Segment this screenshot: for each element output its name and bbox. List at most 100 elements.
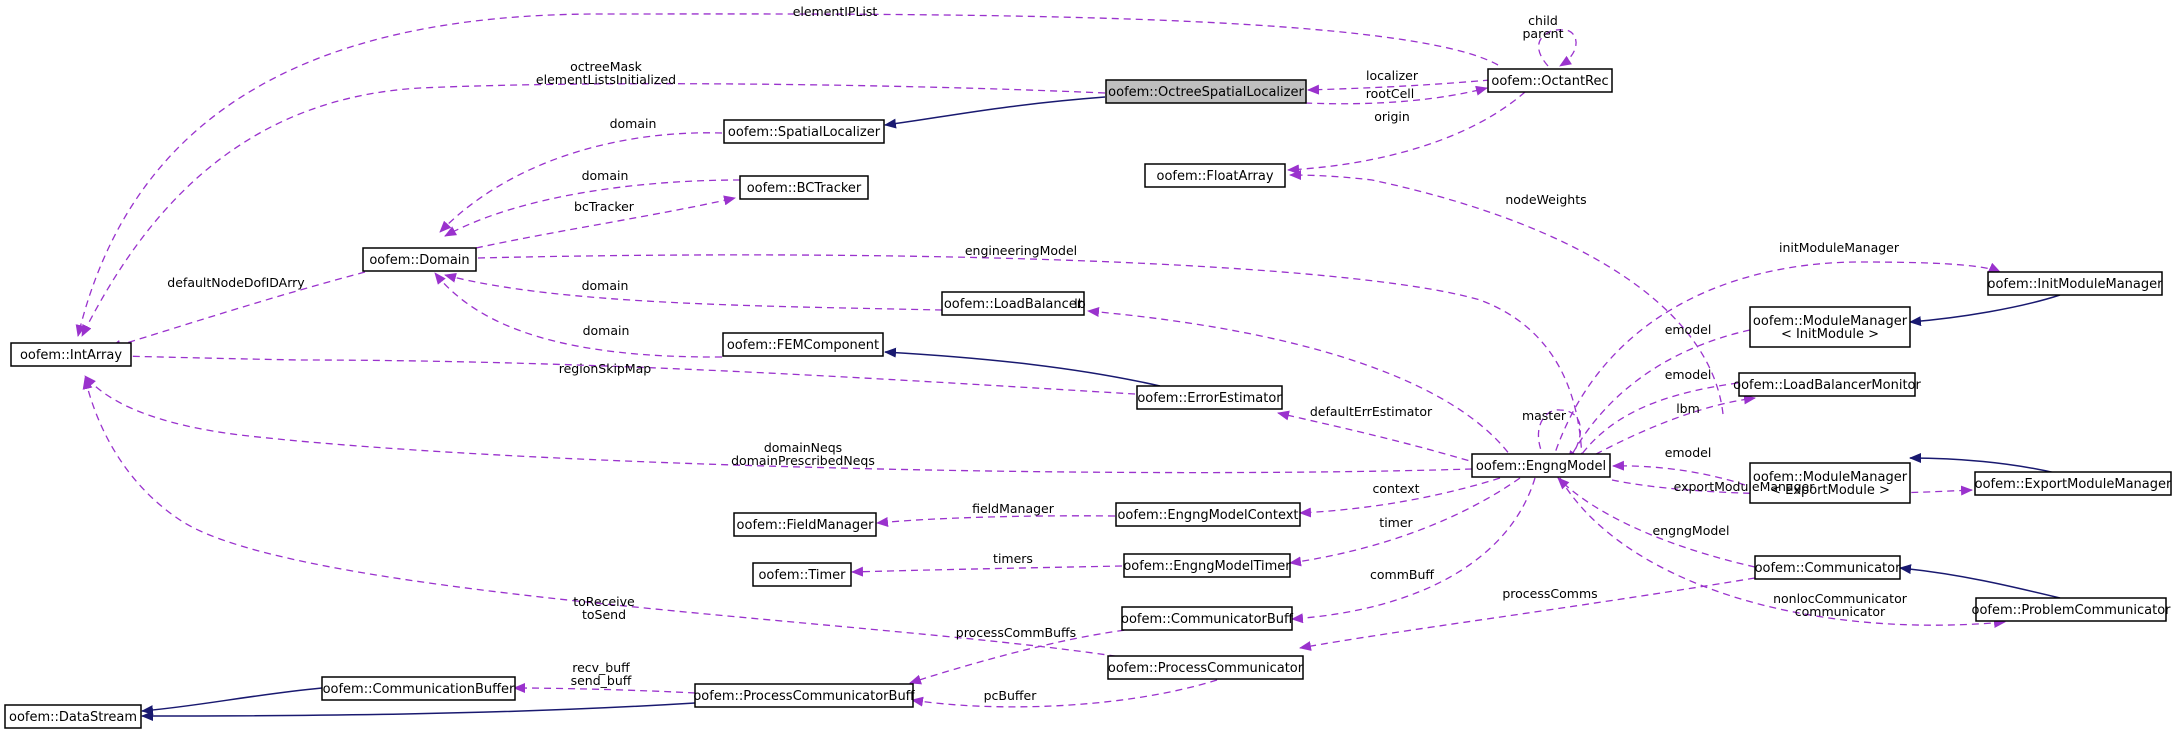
class-node-initmm[interactable]: oofem::InitModuleManager bbox=[1987, 271, 2164, 296]
class-node-floatarray[interactable]: oofem::FloatArray bbox=[1144, 163, 1286, 188]
class-node-label: oofem::OctreeSpatialLocalizer bbox=[1108, 85, 1304, 100]
class-node-communicator[interactable]: oofem::Communicator bbox=[1754, 555, 1902, 580]
edge-engngmodel bbox=[1557, 477, 1756, 568]
nodes: oofem::OctreeSpatialLocalizer oofem::Octa… bbox=[4, 68, 2172, 729]
class-node-box bbox=[1115, 502, 1301, 527]
class-node-bctracker[interactable]: oofem::BCTracker bbox=[739, 175, 869, 200]
class-node-box bbox=[752, 562, 852, 587]
edge-label-engineeringModel: engineeringModel bbox=[965, 243, 1077, 258]
class-node-fieldmanager[interactable]: oofem::FieldManager bbox=[733, 512, 877, 537]
class-node-box bbox=[1749, 462, 1911, 504]
class-node-processcomm[interactable]: oofem::ProcessCommunicator bbox=[1107, 655, 1304, 680]
class-node-lbmonitor[interactable]: oofem::LoadBalancerMonitor bbox=[1733, 372, 1922, 397]
class-node-label: oofem::OctantRec bbox=[1491, 74, 1608, 89]
edge-octreemask bbox=[81, 83, 1106, 337]
class-node-label: oofem::ExportModuleManager bbox=[1975, 477, 2172, 492]
class-node-box bbox=[733, 512, 877, 537]
class-node-label: oofem::InitModuleManager bbox=[1988, 277, 2164, 292]
edge-exportmm-mmexport bbox=[1909, 453, 2061, 475]
class-node-problemcomm[interactable]: oofem::ProblemCommunicator bbox=[1971, 597, 2171, 622]
edge-emodel-mminit bbox=[1567, 329, 1751, 463]
class-node-box bbox=[1974, 471, 2172, 496]
class-node-octantrec[interactable]: oofem::OctantRec bbox=[1487, 68, 1613, 93]
class-node-label: oofem::CommunicatorBuff bbox=[1121, 612, 1294, 627]
edge-label-emodel3: emodel bbox=[1665, 445, 1712, 460]
edge-label-emodel1: emodel bbox=[1665, 322, 1712, 337]
edge-label-timer: timer bbox=[1379, 515, 1413, 530]
edge-nodeweights bbox=[1289, 170, 1724, 415]
edge-domain-loadbalancer bbox=[444, 272, 943, 311]
edge-label-master: master bbox=[1522, 408, 1567, 423]
class-node-box bbox=[1121, 606, 1293, 631]
edge-octree-spatial bbox=[884, 96, 1106, 129]
edge-localizer bbox=[1307, 79, 1491, 95]
class-node-label: oofem::ErrorEstimator bbox=[1137, 391, 1282, 406]
edge-label-fieldManager: fieldManager bbox=[972, 501, 1055, 516]
class-node-commbuffer[interactable]: oofem::CommunicationBuffer bbox=[321, 676, 516, 701]
class-node-box bbox=[1105, 79, 1307, 104]
class-node-box bbox=[1487, 68, 1613, 93]
class-node-box bbox=[1136, 385, 1283, 410]
class-node-box bbox=[4, 704, 142, 729]
class-node-octree[interactable]: oofem::OctreeSpatialLocalizer bbox=[1105, 79, 1307, 104]
class-node-label: oofem::BCTracker bbox=[747, 181, 862, 196]
class-node-label: oofem::IntArray bbox=[20, 348, 122, 363]
class-node-femcomponent[interactable]: oofem::FEMComponent bbox=[722, 332, 884, 357]
edge-origin bbox=[1287, 91, 1526, 175]
edge-label-domain4: domain bbox=[583, 323, 630, 338]
class-node-datastream[interactable]: oofem::DataStream bbox=[4, 704, 142, 729]
class-node-box bbox=[941, 291, 1085, 316]
class-node-emcontext[interactable]: oofem::EngngModelContext bbox=[1115, 502, 1301, 527]
class-node-box bbox=[1975, 597, 2167, 622]
edge-lb bbox=[1087, 307, 1516, 463]
edge-domain-femcomponent bbox=[434, 272, 723, 358]
class-node-box bbox=[1749, 306, 1911, 348]
edge-label-defaultErrEstimator: defaultErrEstimator bbox=[1310, 404, 1433, 419]
class-node-label: oofem::Timer bbox=[758, 568, 846, 583]
class-node-label: oofem::ProcessCommunicatorBuff bbox=[693, 689, 915, 704]
class-node-errorestimator[interactable]: oofem::ErrorEstimator bbox=[1136, 385, 1283, 410]
class-node-timer[interactable]: oofem::Timer bbox=[752, 562, 852, 587]
edge-initmodulemanager bbox=[1551, 261, 2001, 463]
edge-lbm bbox=[1584, 394, 1756, 461]
edge-label-elementIPList: elementIPList bbox=[793, 4, 878, 19]
class-node-box bbox=[1754, 555, 1901, 580]
edge-pcbuff-datastream bbox=[141, 702, 696, 721]
edge-label-timers: timers bbox=[993, 551, 1033, 566]
class-node-box bbox=[739, 175, 869, 200]
edge-problemcomm-communicator bbox=[1899, 564, 2061, 599]
edge-label-initModuleManager: initModuleManager bbox=[1779, 240, 1900, 255]
class-node-spatial[interactable]: oofem::SpatialLocalizer bbox=[723, 119, 885, 144]
class-node-domain[interactable]: oofem::Domain bbox=[362, 247, 477, 272]
edge-label-lbm: lbm bbox=[1676, 401, 1700, 416]
class-node-box bbox=[723, 119, 885, 144]
class-node-mmexport[interactable]: oofem::ModuleManager< ExportModule > bbox=[1749, 462, 1911, 504]
class-node-loadbalancer[interactable]: oofem::LoadBalancer bbox=[941, 291, 1085, 316]
class-node-exportmm[interactable]: oofem::ExportModuleManager bbox=[1974, 471, 2172, 496]
edge-bctracker bbox=[475, 195, 736, 249]
class-node-engngmodel[interactable]: oofem::EngngModel bbox=[1471, 453, 1611, 478]
edge-emodel-mmexport bbox=[1612, 460, 1746, 486]
class-node-intarray[interactable]: oofem::IntArray bbox=[10, 342, 132, 367]
edge-toreceive bbox=[82, 377, 1141, 661]
class-node-label: oofem::LoadBalancer bbox=[944, 297, 1083, 312]
class-node-commbuff[interactable]: oofem::CommunicatorBuff bbox=[1121, 606, 1294, 631]
edge-label-nodeWeights: nodeWeights bbox=[1505, 192, 1586, 207]
class-node-label: oofem::FieldManager bbox=[737, 518, 875, 533]
edge-label-rootCell: rootCell bbox=[1366, 86, 1414, 101]
edge-label-engngModel: engngModel bbox=[1653, 523, 1730, 538]
class-node-label: < InitModule > bbox=[1781, 327, 1879, 342]
class-node-box bbox=[1987, 271, 2163, 296]
class-node-emtimer[interactable]: oofem::EngngModelTimer bbox=[1123, 553, 1291, 578]
class-node-pcbuff[interactable]: oofem::ProcessCommunicatorBuff bbox=[693, 683, 916, 708]
edge-label-domain2: domain bbox=[582, 168, 629, 183]
edge-label-processCommBuffs: processCommBuffs bbox=[956, 625, 1076, 640]
edge-domainneqs bbox=[84, 375, 1473, 474]
class-node-label: oofem::EngngModelTimer bbox=[1123, 559, 1291, 574]
edge-label-exportModuleManager: exportModuleManager bbox=[1674, 479, 1816, 494]
class-node-mminit[interactable]: oofem::ModuleManager< InitModule > bbox=[1749, 306, 1911, 348]
class-node-box bbox=[1107, 655, 1304, 680]
